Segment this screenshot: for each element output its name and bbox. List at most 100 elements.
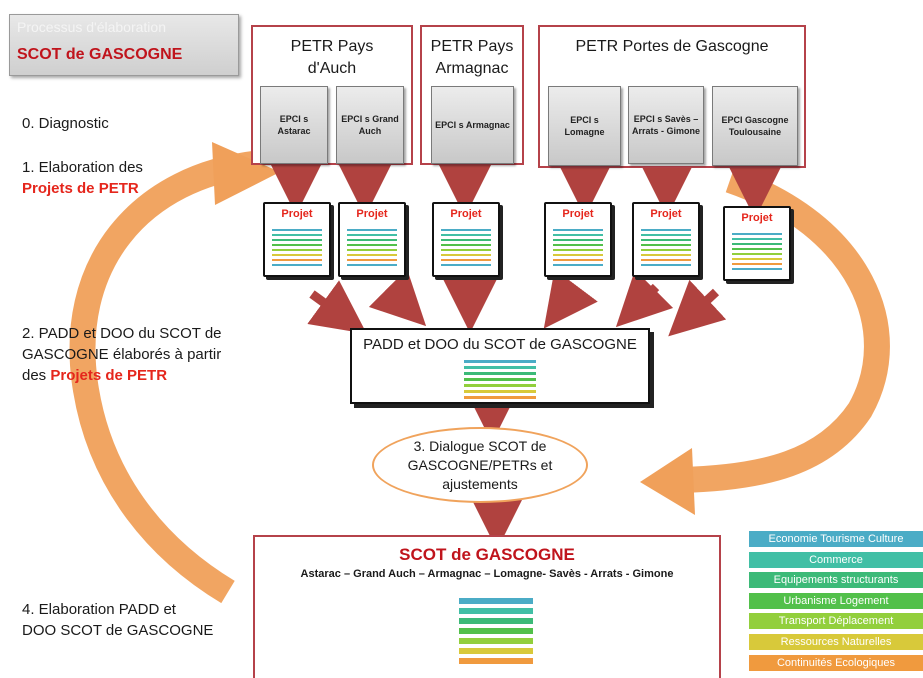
- dialogue-text: 3. Dialogue SCOT de GASCOGNE/PETRs et aj…: [407, 437, 553, 492]
- theme-line: [553, 239, 603, 241]
- theme-line: [641, 249, 691, 251]
- theme-line: [553, 254, 603, 256]
- theme-line: [459, 648, 533, 654]
- step-2-line1: 2. PADD et DOO du SCOT de: [22, 325, 222, 342]
- theme-line: [553, 234, 603, 236]
- projet-doc-title: Projet: [281, 208, 313, 220]
- theme-line: [441, 254, 491, 256]
- projet-doc-grand-auch: Projet: [338, 202, 406, 277]
- theme-line: [641, 239, 691, 241]
- projet-doc-title: Projet: [450, 208, 482, 220]
- step-1-label: 1. Elaboration des Projets de PETR: [22, 157, 143, 199]
- step-2-line3-highlight: Projets de PETR: [50, 367, 168, 384]
- theme-line: [272, 264, 322, 266]
- dialogue-ellipse: 3. Dialogue SCOT de GASCOGNE/PETRs et aj…: [372, 427, 588, 503]
- theme-line: [347, 249, 397, 251]
- theme-line: [641, 234, 691, 236]
- theme-line: [641, 244, 691, 246]
- step-1-line2: Projets de PETR: [22, 180, 139, 197]
- theme-line: [459, 618, 533, 624]
- theme-line: [441, 244, 491, 246]
- petr-portes-name: PETR Portes de Gascogne: [575, 38, 769, 55]
- theme-line: [272, 229, 322, 231]
- step-2-line3: des Projets de PETR: [22, 365, 222, 386]
- theme-line: [553, 244, 603, 246]
- theme-line: [347, 234, 397, 236]
- legend-item: Urbanisme Logement: [749, 592, 923, 609]
- theme-line: [464, 372, 536, 375]
- epci-gascogne-toulousaine: EPCI Gascogne Toulousaine: [712, 86, 798, 166]
- theme-line: [459, 628, 533, 634]
- projet-doc-gascogne-toulousaine: Projet: [723, 206, 791, 281]
- theme-line: [732, 268, 782, 270]
- step-1-line1: 1. Elaboration des: [22, 159, 143, 176]
- cycle-arrow-left: [69, 150, 264, 604]
- theme-line: [459, 598, 533, 604]
- theme-line: [641, 254, 691, 256]
- arrow-projet-padd-2: [368, 268, 427, 327]
- projet-doc-title: Projet: [741, 212, 773, 224]
- scot-box-lines: [459, 598, 533, 668]
- title-subtitle: Processus d'élaboration: [17, 19, 166, 35]
- cycle-arrow-right: [679, 167, 890, 493]
- scot-box-subtitle: Astarac – Grand Auch – Armagnac – Lomagn…: [300, 568, 674, 580]
- padd-doo-box: PADD et DOO du SCOT de GASCOGNE: [350, 328, 650, 404]
- legend-item: Continuités Ecologiques: [749, 654, 923, 671]
- petr-armagnac-name-line1: PETR Pays: [430, 38, 514, 55]
- title-main: SCOT de GASCOGNE: [17, 46, 183, 63]
- title-box: Processus d'élaboration SCOT de GASCOGNE: [9, 14, 239, 76]
- step-2-label: 2. PADD et DOO du SCOT de GASCOGNE élabo…: [22, 323, 222, 386]
- theme-line: [459, 658, 533, 664]
- projet-doc-saves: Projet: [632, 202, 700, 277]
- arrow-projet-padd-5: [615, 269, 674, 328]
- step-4-line1: 4. Elaboration PADD et: [22, 601, 176, 618]
- theme-line: [464, 366, 536, 369]
- theme-line: [441, 249, 491, 251]
- theme-line: [347, 254, 397, 256]
- epci-armagnac: EPCI s Armagnac: [431, 86, 514, 164]
- arrow-projet-padd-6: [668, 279, 727, 337]
- projet-doc-lomagne: Projet: [544, 202, 612, 277]
- theme-line: [732, 263, 782, 265]
- theme-line: [641, 259, 691, 261]
- padd-doo-title: PADD et DOO du SCOT de GASCOGNE: [363, 336, 637, 353]
- legend-item: Economie Tourisme Culture: [749, 531, 923, 547]
- epci-astarac: EPCI s Astarac: [260, 86, 328, 164]
- theme-line: [553, 249, 603, 251]
- theme-line: [732, 258, 782, 260]
- theme-line: [272, 254, 322, 256]
- projet-doc-lines: [441, 229, 491, 269]
- projet-doc-lines: [272, 229, 322, 269]
- theme-line: [553, 264, 603, 266]
- theme-line: [347, 244, 397, 246]
- theme-line: [732, 243, 782, 245]
- arrow-projet-padd-4: [543, 269, 598, 329]
- theme-line: [732, 238, 782, 240]
- legend-item: Ressources Naturelles: [749, 634, 923, 650]
- projet-doc-lines: [641, 229, 691, 269]
- scot-gascogne-box: SCOT de GASCOGNE Astarac – Grand Auch – …: [253, 535, 721, 678]
- theme-line: [459, 608, 533, 614]
- theme-line: [347, 264, 397, 266]
- theme-line: [464, 390, 536, 393]
- scot-box-title: SCOT de GASCOGNE: [399, 545, 575, 564]
- theme-line: [732, 233, 782, 235]
- theme-line: [641, 264, 691, 266]
- theme-line: [272, 249, 322, 251]
- step-2-line3-prefix: des: [22, 367, 51, 384]
- step-4-label: 4. Elaboration PADD et DOO SCOT de GASCO…: [22, 599, 213, 641]
- petr-auch-name-line2: d'Auch: [307, 60, 357, 77]
- theme-line: [272, 259, 322, 261]
- theme-line: [347, 229, 397, 231]
- step-0-label: 0. Diagnostic: [22, 115, 109, 132]
- projet-doc-lines: [553, 229, 603, 269]
- theme-line: [732, 253, 782, 255]
- theme-line: [441, 234, 491, 236]
- epci-lomagne: EPCI s Lomagne: [548, 86, 621, 166]
- arrow-projet-padd-1: [307, 280, 367, 334]
- padd-doo-lines: [464, 360, 536, 402]
- theme-line: [553, 259, 603, 261]
- theme-line: [441, 259, 491, 261]
- projet-doc-lines: [347, 229, 397, 269]
